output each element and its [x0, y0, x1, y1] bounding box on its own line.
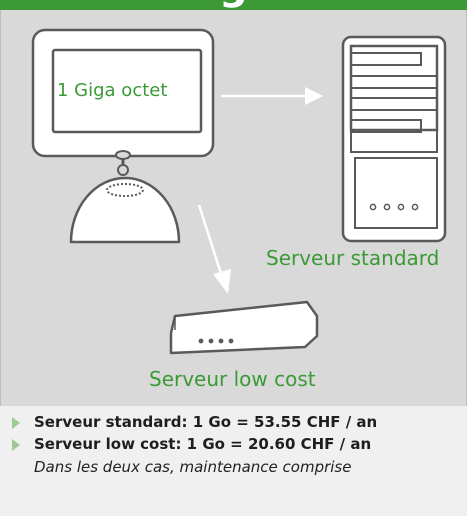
- note-line: Dans les deux cas, maintenance comprise: [0, 458, 467, 480]
- standard-server-icon: [341, 35, 447, 243]
- price-line-low-cost: Serveur low cost: 1 Go = 20.60 CHF / an: [0, 435, 467, 457]
- low-cost-server-icon: [169, 300, 319, 355]
- low-cost-server-label: Serveur low cost: [149, 367, 316, 391]
- monitor-icon: [31, 28, 215, 244]
- diagram-panel: 1 Giga octet Serveur standard Serveur lo…: [0, 10, 467, 406]
- header-title-fragment: g: [0, 0, 467, 6]
- bullet-arrow-icon: [12, 417, 20, 429]
- bullet-arrow-icon: [12, 439, 20, 451]
- footer-background: [0, 406, 467, 516]
- arrow-right-icon: [221, 87, 323, 105]
- price-low-cost-text: Serveur low cost: 1 Go = 20.60 CHF / an: [34, 435, 372, 453]
- diagram-svg: [31, 28, 447, 355]
- price-standard-text: Serveur standard: 1 Go = 53.55 CHF / an: [34, 413, 378, 431]
- price-line-standard: Serveur standard: 1 Go = 53.55 CHF / an: [0, 413, 467, 435]
- price-footer: Serveur standard: 1 Go = 53.55 CHF / an …: [0, 406, 467, 516]
- data-size-label: 1 Giga octet: [57, 80, 168, 101]
- arrow-down-icon: [197, 204, 231, 294]
- standard-server-label: Serveur standard: [266, 246, 440, 270]
- header-bar: g: [0, 0, 467, 10]
- maintenance-note: Dans les deux cas, maintenance comprise: [34, 458, 352, 476]
